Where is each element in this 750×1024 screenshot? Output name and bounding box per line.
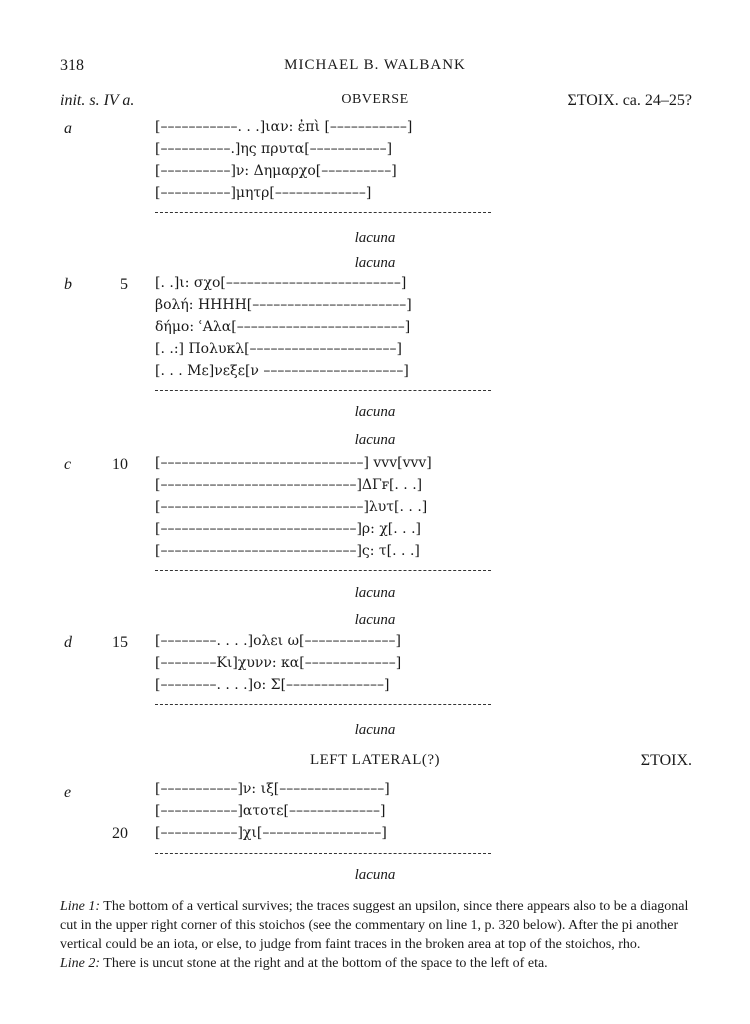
lacuna-label: lacuna [354,432,396,448]
break-line [155,390,491,391]
text-line: [. . . Με]νεξε[ν ––––––––––––––––––––] [155,363,409,379]
text-line: [. .:] Πολυκλ[–––––––––––––––––––––] [155,341,403,357]
text-line: [––––––––––––––––––––––––––––]ΔΓꜰ[. . .] [155,477,423,493]
left-lateral-stoich: ΣΤΟΙΧ. [640,752,692,769]
text-line: [––––––––––––––––––––––––––––]ρ: χ[. . .… [155,521,421,537]
text-line: [–––––––––––––––––––––––––––––]λυτ[. . .… [155,499,428,515]
text-line: [–––––––––––. . .]ιαν: ἐπὶ [–––––––––––] [155,119,413,135]
line-number: 15 [112,634,128,651]
text-line: [–––––––––––]χι[–––––––––––––––––] [155,825,387,841]
running-head: MICHAEL B. WALBANK [284,57,466,73]
note-text: There is uncut stone at the right and at… [100,956,548,971]
line-number: 20 [112,825,128,842]
apparatus-notes: Line 1: The bottom of a vertical survive… [60,897,690,973]
lacuna-label: lacuna [354,585,396,601]
break-line [155,212,491,213]
lacuna-label: lacuna [354,230,396,246]
text-line: [––––––––. . . .]ο: Σ[––––––––––––––] [155,677,390,693]
text-line: [–––––––––––––––––––––––––––––] vvv[vvv] [155,455,432,471]
header-date: init. s. IV a. [60,92,135,109]
text-line: [––––––––––––––––––––––––––––]ς: τ[. . .… [155,543,420,559]
text-line: [––––––––––]μητρ[–––––––––––––] [155,185,372,201]
fragment-letter: a [64,120,72,137]
lacuna-label: lacuna [354,722,396,738]
lacuna-label: lacuna [354,867,396,883]
text-line: δήμο: ʿΑλα[––––––––––––––––––––––––] [155,319,411,335]
text-line: [––––––––––]ν: Δημαρχο[––––––––––] [155,163,397,179]
left-lateral-title: LEFT LATERAL(?) [309,752,441,768]
fragment-letter: d [64,634,72,651]
note-head: Line 2: [60,956,101,971]
fragment-letter: b [64,276,72,293]
page-number: 318 [60,57,84,74]
lacuna-label: lacuna [354,404,396,420]
fragment-letter: e [64,784,72,801]
lacuna-label: lacuna [354,255,396,271]
break-line [155,570,491,571]
break-line [155,853,491,854]
text-line: [–––––––––––]ν: ιξ[–––––––––––––––] [155,781,390,797]
text-line: [. .]ι: σχο[–––––––––––––––––––––––––] [155,275,407,291]
line-number: 10 [112,456,128,473]
header-face: OBVERSE [341,92,409,107]
note-text: The bottom of a vertical survives; the t… [60,899,689,952]
header-stoich: ΣΤΟΙΧ. ca. 24–25? [567,92,692,109]
line-number: 5 [120,276,128,293]
note-line-2: Line 2: There is uncut stone at the righ… [60,954,690,973]
note-line-1: Line 1: The bottom of a vertical survive… [60,897,690,954]
text-line: [––––––––Κι]χυνν: κα[–––––––––––––] [155,655,402,671]
text-line: [––––––––. . . .]ολει ω[–––––––––––––] [155,633,401,649]
text-line: βολή: ΗΗΗΗ[––––––––––––––––––––––] [155,297,412,313]
note-head: Line 1: [60,899,101,914]
fragment-letter: c [64,456,72,473]
text-line: [––––––––––.]ης πρυτα[–––––––––––] [155,141,393,157]
lacuna-label: lacuna [354,612,396,628]
text-line: [–––––––––––]ατοτε[–––––––––––––] [155,803,386,819]
break-line [155,704,491,705]
